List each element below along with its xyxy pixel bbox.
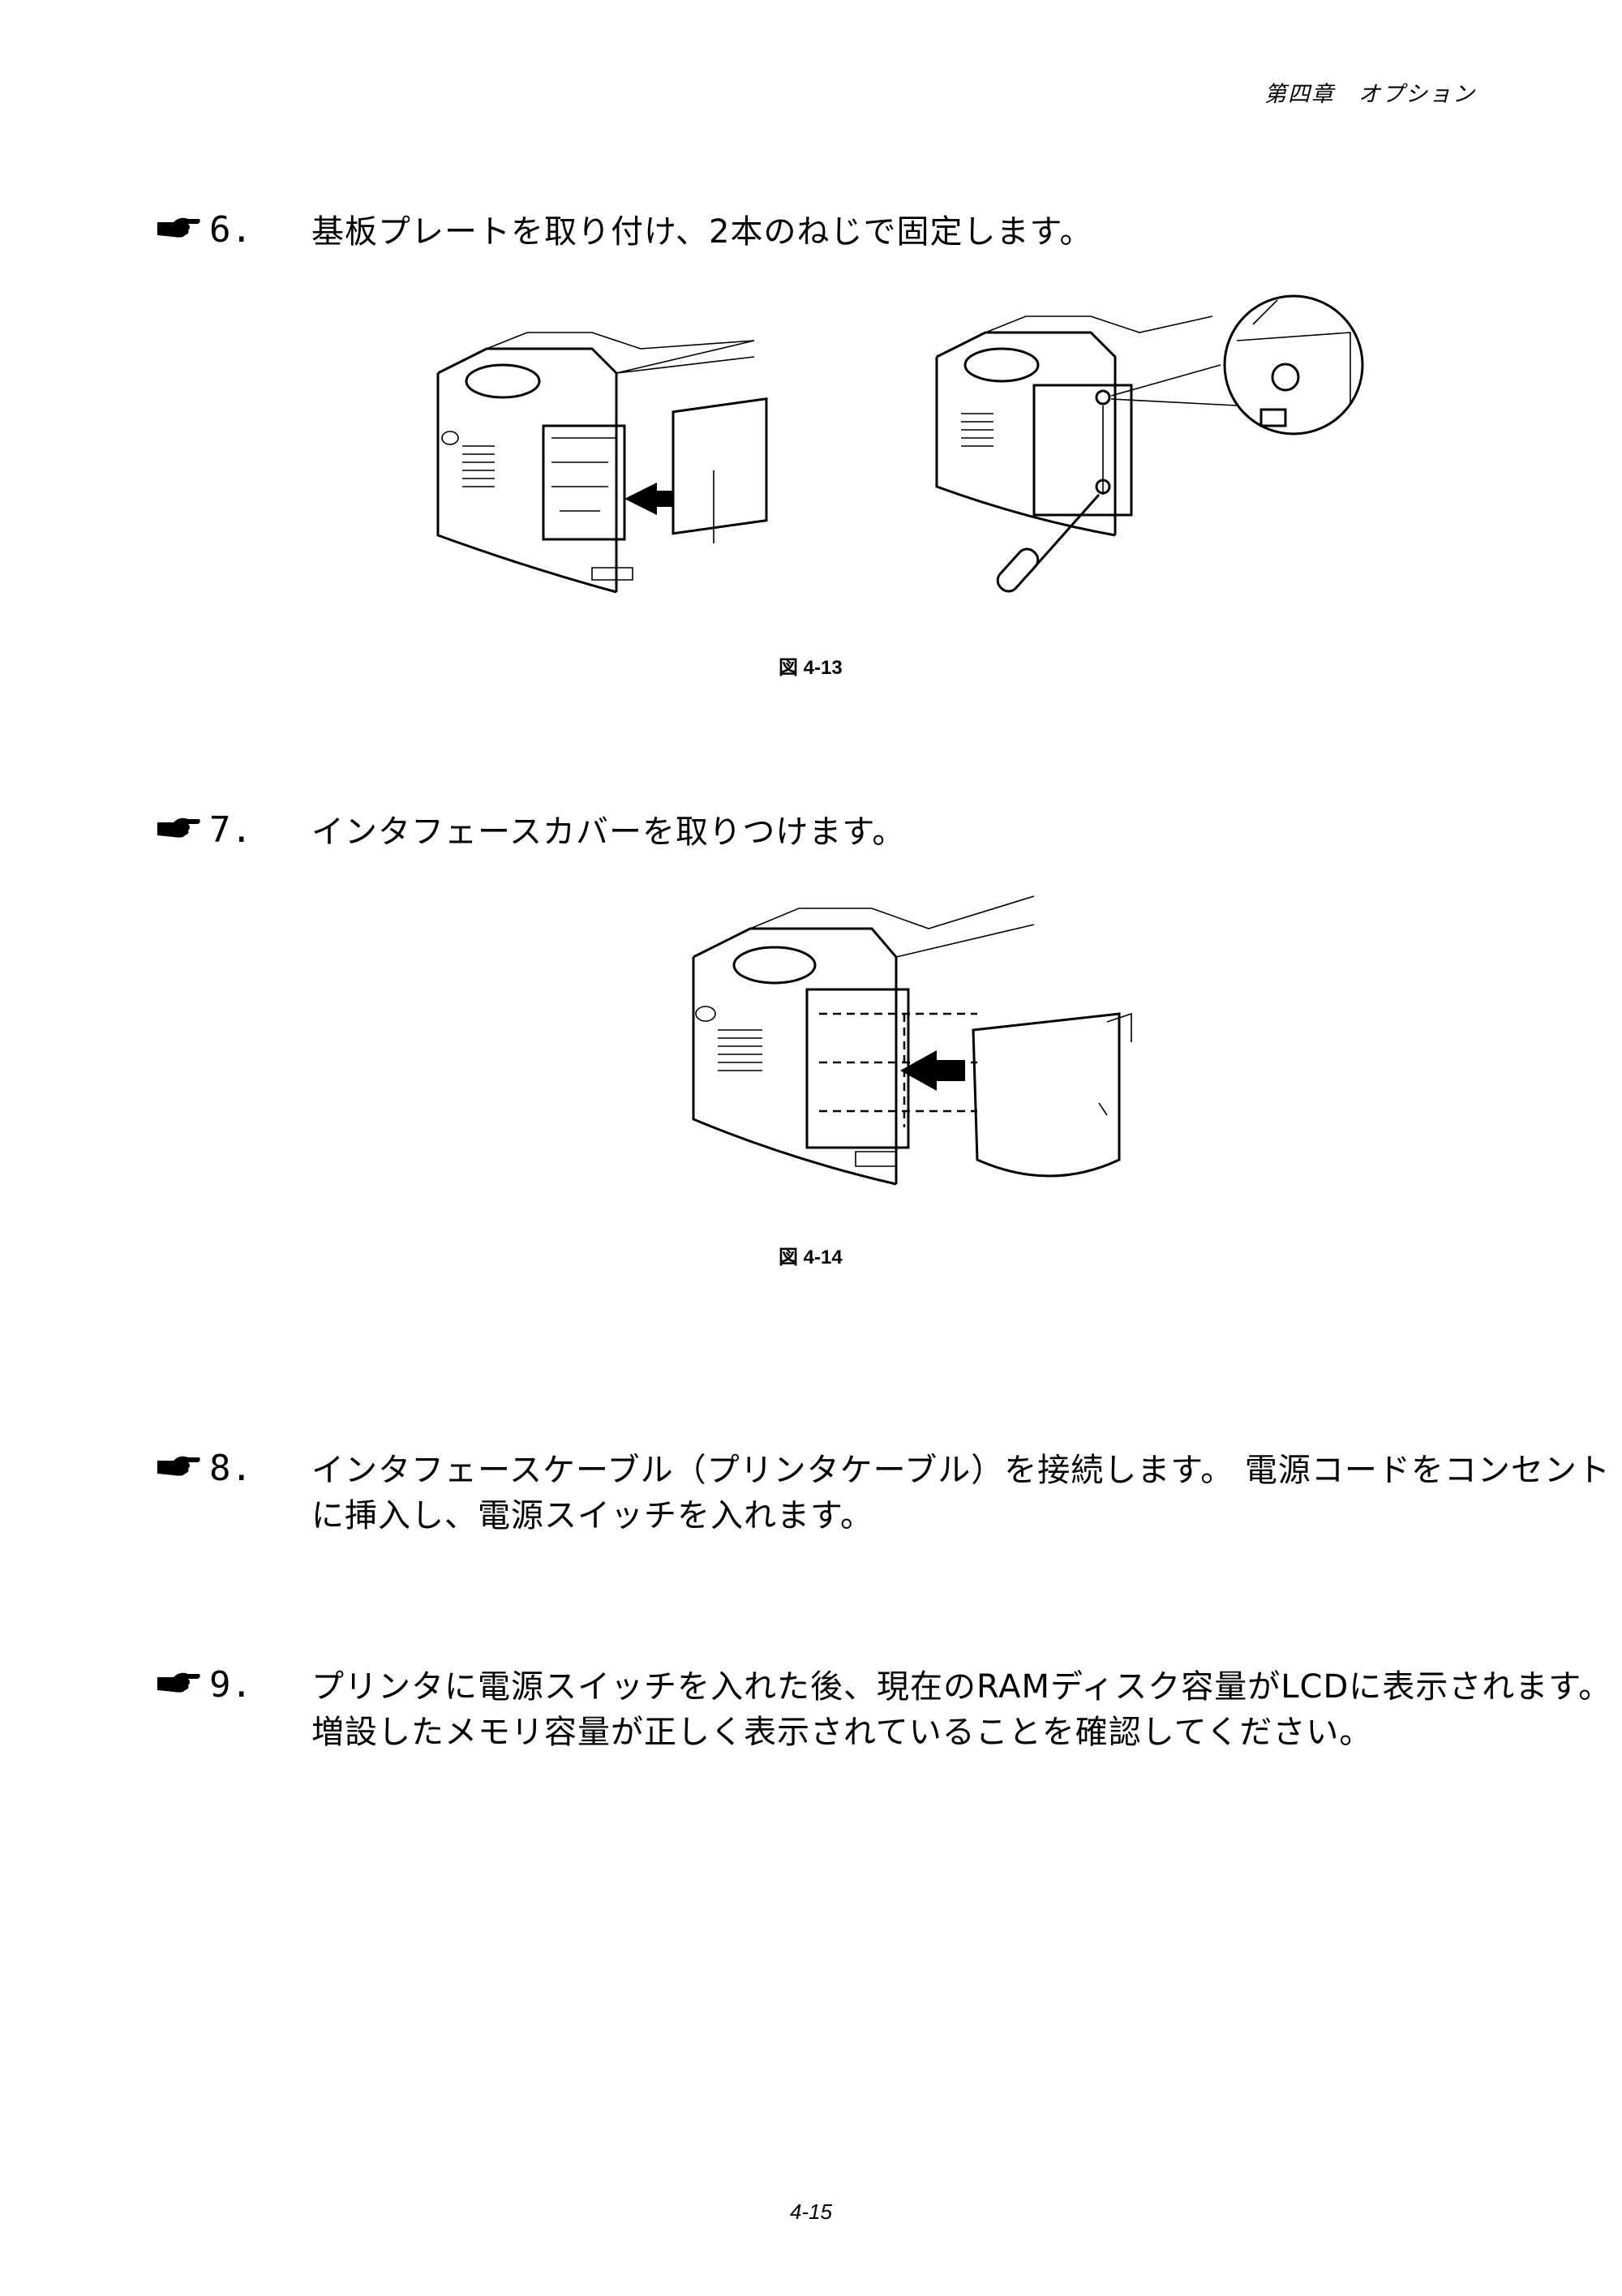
step-number: 7. [209, 809, 252, 851]
figure-caption-4-14: 図 4-14 [779, 1247, 843, 1268]
step-number: 8. [209, 1448, 252, 1489]
chapter-header: 第四章 オプション [1264, 82, 1476, 107]
pointing-hand-icon [157, 1672, 200, 1693]
step-text: プリンタに電源スイッチを入れた後、現在のRAMディスク容量がLCDに表示されます… [311, 1668, 1612, 1751]
figure-4-13-left-illustration [436, 332, 768, 594]
pointing-hand-icon [157, 217, 200, 238]
step-text: インタフェースカバーを取りつけます。 [311, 813, 906, 851]
step-number: 9. [209, 1664, 252, 1706]
figure-caption-4-13: 図 4-13 [779, 657, 843, 679]
step-number: 6. [209, 209, 252, 251]
figure-4-14-illustration [692, 895, 1132, 1186]
figure-4-13-right-illustration [935, 294, 1364, 593]
step-text: 基板プレートを取り付け、2本のねじで固定します。 [311, 213, 1093, 251]
page-number: 4-15 [789, 2199, 833, 2224]
step-text: インタフェースケーブル（プリンタケーブル）を接続します。 電源コードをコンセント… [311, 1452, 1611, 1534]
pointing-hand-icon [157, 818, 200, 838]
pointing-hand-icon [157, 1456, 200, 1476]
